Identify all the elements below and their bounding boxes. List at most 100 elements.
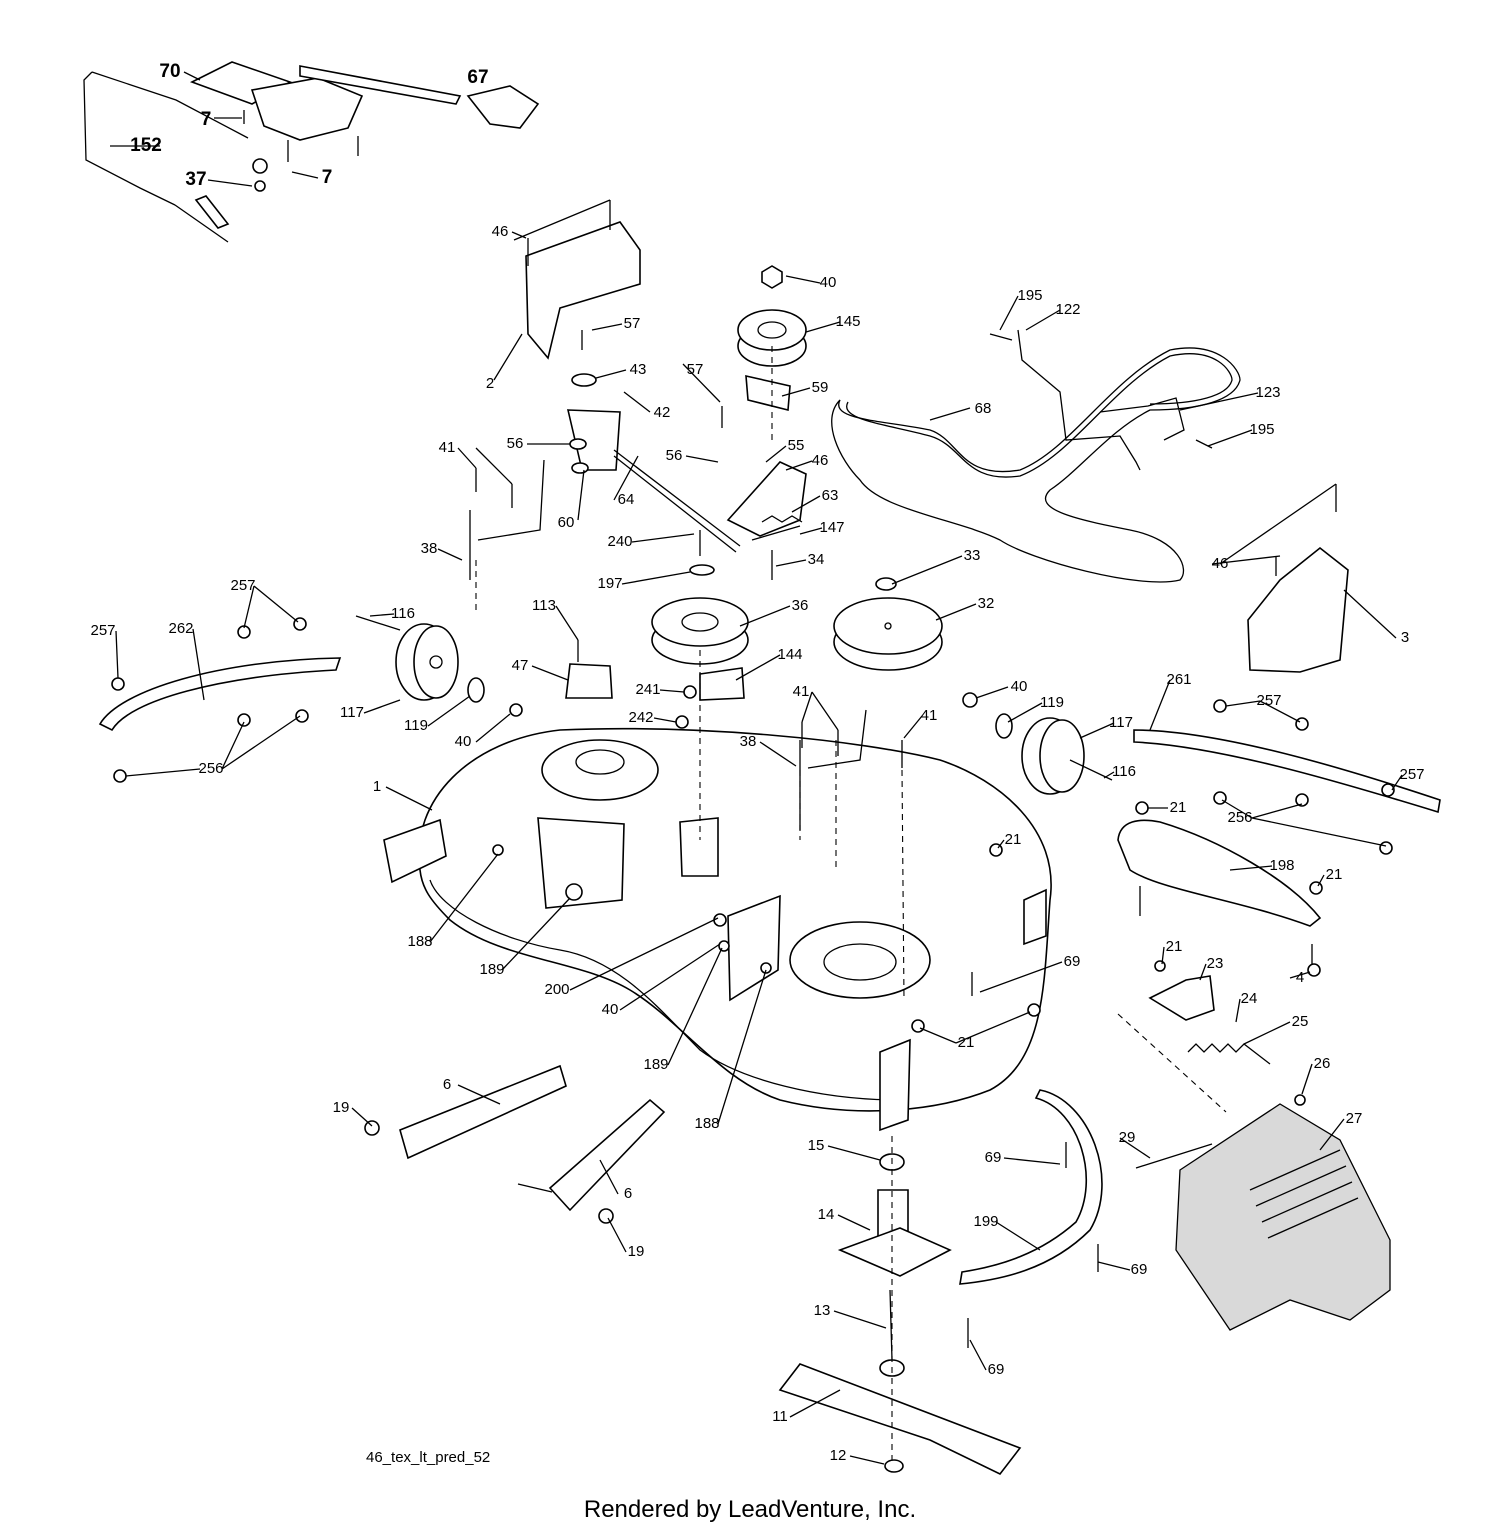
callout-37: 37: [185, 169, 206, 190]
callout-152: 152: [130, 135, 162, 156]
callout-25: 25: [1292, 1013, 1309, 1030]
callout-24: 24: [1241, 990, 1258, 1007]
callout-36: 36: [792, 597, 809, 614]
callout-19: 19: [333, 1099, 350, 1116]
callout-199: 199: [973, 1213, 998, 1230]
callout-198: 198: [1269, 857, 1294, 874]
mower-blade: [778, 1136, 1022, 1476]
idler-arm-bracket: [566, 330, 741, 553]
callout-21: 21: [958, 1034, 975, 1051]
callout-147: 147: [819, 519, 844, 536]
callout-2: 2: [486, 375, 494, 392]
callout-38: 38: [421, 540, 438, 557]
callout-67: 67: [467, 67, 488, 88]
callout-241: 241: [635, 681, 660, 698]
callout-56: 56: [666, 447, 683, 464]
callout-113: 113: [532, 597, 556, 614]
callout-21: 21: [1326, 866, 1343, 883]
callout-59: 59: [812, 379, 829, 396]
drive-belt-68: [831, 347, 1241, 583]
deck-baffle: [1117, 801, 1323, 977]
leader-lines: [110, 71, 1403, 1465]
callout-19: 19: [628, 1243, 645, 1260]
callout-117: 117: [340, 704, 364, 721]
callout-7: 7: [322, 167, 333, 188]
callout-41: 41: [439, 439, 456, 456]
callout-69: 69: [1131, 1261, 1148, 1278]
callout-64: 64: [618, 491, 635, 508]
callout-189: 189: [479, 961, 504, 978]
callout-262: 262: [168, 620, 193, 637]
callout-256: 256: [1227, 809, 1252, 826]
belt-shield-left: [525, 200, 641, 360]
callout-57: 57: [687, 361, 704, 378]
callout-23: 23: [1207, 955, 1224, 972]
diagram-code: 46_tex_lt_pred_52: [366, 1449, 491, 1466]
belt-shield-right: [1247, 484, 1349, 673]
callout-240: 240: [607, 533, 632, 550]
callout-38: 38: [740, 733, 757, 750]
callout-3: 3: [1401, 629, 1409, 646]
idler-plate: [699, 374, 807, 580]
callout-257: 257: [230, 577, 255, 594]
pulley-32: [833, 577, 943, 671]
spindle-assembly: [837, 1153, 952, 1377]
callout-41: 41: [793, 683, 810, 700]
callout-257: 257: [1399, 766, 1424, 783]
front-rail-left: [98, 617, 342, 783]
callout-69: 69: [1064, 953, 1081, 970]
callout-257: 257: [90, 622, 115, 639]
callout-56: 56: [507, 435, 524, 452]
callout-116: 116: [391, 605, 415, 622]
callout-13: 13: [814, 1302, 831, 1319]
callout-40: 40: [602, 1001, 619, 1018]
callout-188: 188: [407, 933, 432, 950]
callout-116: 116: [1112, 763, 1136, 780]
callout-46: 46: [1212, 555, 1229, 572]
callout-40: 40: [455, 733, 472, 750]
footer-credit: Rendered by LeadVenture, Inc.: [583, 1496, 917, 1523]
gauge-wheel-right: [962, 692, 1113, 795]
callout-256: 256: [198, 760, 223, 777]
callout-69: 69: [988, 1361, 1005, 1378]
lift-lever-assembly: [83, 61, 540, 243]
lift-arms: [364, 1064, 666, 1224]
callout-32: 32: [978, 595, 995, 612]
callout-14: 14: [818, 1206, 835, 1223]
callout-119: 119: [404, 717, 428, 734]
callout-26: 26: [1314, 1055, 1331, 1072]
callout-55: 55: [788, 437, 805, 454]
callout-123: 123: [1255, 384, 1280, 401]
discharge-chute: [1175, 1103, 1391, 1331]
pulley-36: [651, 564, 749, 665]
callout-12: 12: [830, 1447, 847, 1464]
callout-27: 27: [1346, 1110, 1363, 1127]
callout-119: 119: [1040, 694, 1064, 711]
callout-21: 21: [1005, 831, 1022, 848]
callout-42: 42: [654, 404, 671, 421]
callout-21: 21: [1166, 938, 1183, 955]
callout-68: 68: [975, 400, 992, 417]
callout-34: 34: [808, 551, 825, 568]
callout-7: 7: [201, 109, 212, 130]
callout-261: 261: [1166, 671, 1191, 688]
callout-189: 189: [643, 1056, 668, 1073]
belt-keeper: [989, 329, 1213, 471]
front-hanger: [959, 1089, 1103, 1348]
callout-188: 188: [694, 1115, 719, 1132]
callout-41: 41: [921, 707, 938, 724]
callout-46: 46: [492, 223, 509, 240]
callout-43: 43: [630, 361, 647, 378]
callout-195: 195: [1249, 421, 1274, 438]
mower-deck: [383, 727, 1052, 1132]
callout-145: 145: [835, 313, 860, 330]
gauge-wheel-left: [355, 615, 523, 717]
callout-63: 63: [822, 487, 839, 504]
callout-40: 40: [1011, 678, 1028, 695]
idler-bracket-144: [565, 640, 745, 729]
callout-69: 69: [985, 1149, 1002, 1166]
alignment-lines: [475, 346, 905, 1001]
callout-46: 46: [812, 452, 829, 469]
